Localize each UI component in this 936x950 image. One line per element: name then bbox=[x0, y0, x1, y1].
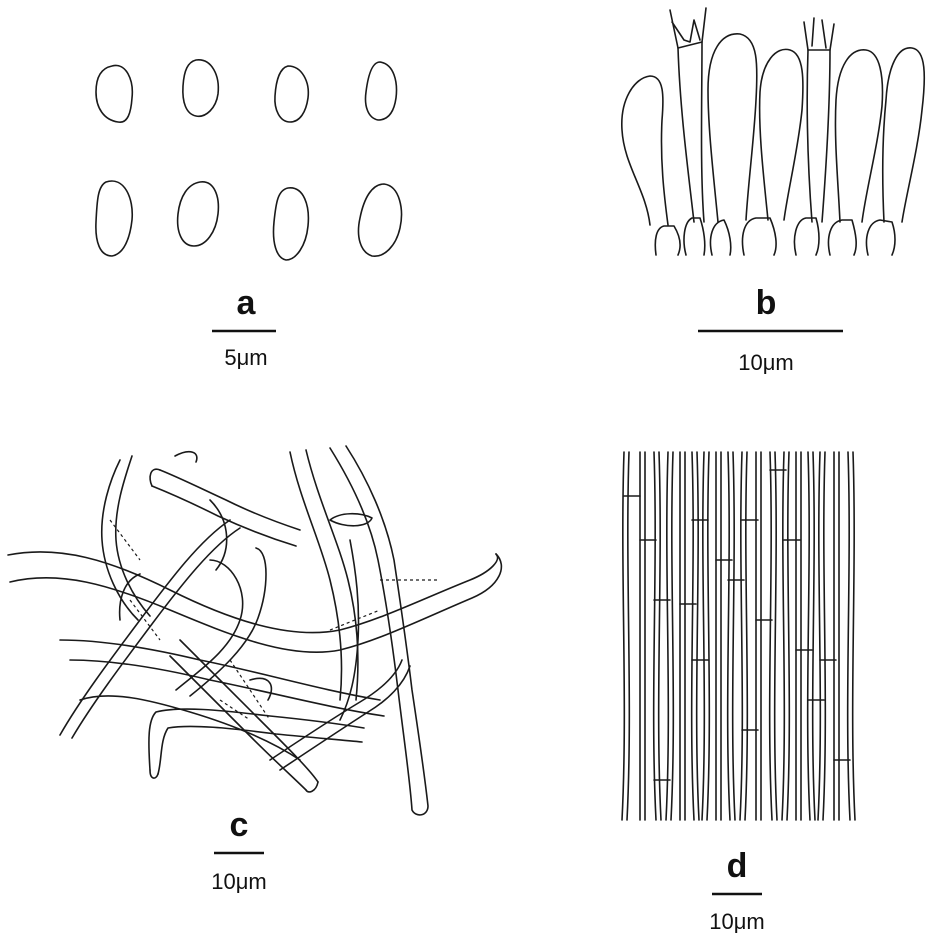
hypha bbox=[149, 468, 161, 487]
spore bbox=[182, 59, 220, 118]
hypha bbox=[209, 499, 228, 571]
hypha-wall bbox=[851, 451, 856, 821]
hypha-wall bbox=[701, 451, 706, 821]
hypha-wall bbox=[621, 451, 626, 821]
hypha-wall bbox=[652, 451, 657, 821]
hypha-wall bbox=[846, 451, 851, 821]
hypha bbox=[279, 665, 411, 771]
hypha-wall bbox=[706, 451, 711, 821]
hypha-wall bbox=[690, 451, 695, 821]
panel-b-hymenium bbox=[621, 7, 926, 256]
basidiole bbox=[758, 48, 804, 221]
scale-label-b: 10μm bbox=[738, 350, 793, 375]
hypha bbox=[79, 695, 301, 761]
hypha bbox=[59, 519, 231, 736]
panel-letter-b: b bbox=[756, 284, 777, 322]
subhymenial-cell bbox=[683, 217, 706, 256]
hypha bbox=[249, 677, 273, 701]
basidiole bbox=[621, 75, 669, 226]
hypha bbox=[179, 639, 319, 783]
basidium bbox=[806, 49, 831, 223]
basidium bbox=[677, 41, 705, 223]
hypha bbox=[100, 459, 139, 621]
scale-label-c: 10μm bbox=[211, 869, 266, 894]
hypha-wall bbox=[670, 451, 675, 821]
hypha-wall bbox=[657, 451, 662, 821]
hypha-wall bbox=[768, 451, 773, 821]
hypha bbox=[174, 450, 198, 463]
hypha bbox=[175, 559, 244, 691]
spore bbox=[95, 64, 134, 123]
panel-letter-a: a bbox=[237, 284, 257, 322]
hypha bbox=[339, 539, 360, 721]
subhymenial-cell bbox=[654, 225, 681, 256]
spore bbox=[274, 65, 310, 123]
scale-label-a: 5μm bbox=[224, 345, 267, 370]
hypha-wall bbox=[695, 451, 700, 821]
panel-c-hyphae bbox=[7, 445, 503, 816]
panel-letter-d: d bbox=[727, 847, 748, 885]
hypha bbox=[151, 485, 297, 547]
hypha-wall bbox=[811, 451, 816, 821]
hypha-wall bbox=[726, 451, 731, 821]
hypha-wall bbox=[781, 451, 786, 821]
panel-a-spores bbox=[95, 59, 403, 261]
basidiole bbox=[881, 47, 926, 223]
basidiole bbox=[834, 49, 884, 223]
hypha-wall bbox=[739, 451, 744, 821]
hypha-wall bbox=[773, 451, 778, 821]
hypha bbox=[159, 469, 301, 531]
hypha bbox=[148, 708, 365, 771]
hypha-tip bbox=[149, 769, 159, 779]
hypha bbox=[71, 527, 241, 739]
scale-label-d: 10μm bbox=[709, 909, 764, 934]
hypha-tip bbox=[305, 781, 319, 793]
spore bbox=[95, 180, 134, 257]
hypha-wall bbox=[822, 451, 827, 821]
hypha-wall bbox=[744, 451, 749, 821]
spore bbox=[357, 183, 403, 257]
hypha bbox=[157, 725, 363, 775]
hypha bbox=[169, 655, 307, 791]
hypha-wall bbox=[665, 451, 670, 821]
hypha-wall bbox=[731, 451, 736, 821]
hypha bbox=[289, 451, 343, 701]
hypha bbox=[269, 659, 403, 761]
hypha bbox=[7, 551, 499, 634]
panel-d-parallel-hyphae bbox=[621, 451, 856, 821]
subhymenial-cell bbox=[865, 219, 896, 256]
spore bbox=[176, 181, 220, 247]
hypha bbox=[305, 449, 359, 701]
hypha-wall bbox=[817, 451, 822, 821]
spore bbox=[272, 187, 310, 261]
hypha bbox=[118, 573, 141, 621]
sterigmata bbox=[669, 7, 707, 49]
hypha-septum-dashed bbox=[109, 519, 440, 721]
hypha bbox=[9, 553, 503, 654]
spore bbox=[364, 61, 398, 121]
panel-letter-c: c bbox=[230, 806, 249, 844]
subhymenial-cell bbox=[793, 217, 820, 256]
hypha bbox=[114, 455, 151, 617]
subhymenial-cell bbox=[709, 219, 732, 256]
subhymenial-cell bbox=[827, 219, 857, 256]
hypha-wall bbox=[806, 451, 811, 821]
hypha bbox=[329, 445, 429, 816]
hypha bbox=[329, 512, 373, 527]
subhymenial-cell bbox=[741, 217, 777, 256]
hypha-wall bbox=[626, 451, 631, 821]
sterigmata bbox=[803, 17, 835, 51]
hypha-wall bbox=[786, 451, 791, 821]
basidiole bbox=[707, 33, 758, 223]
